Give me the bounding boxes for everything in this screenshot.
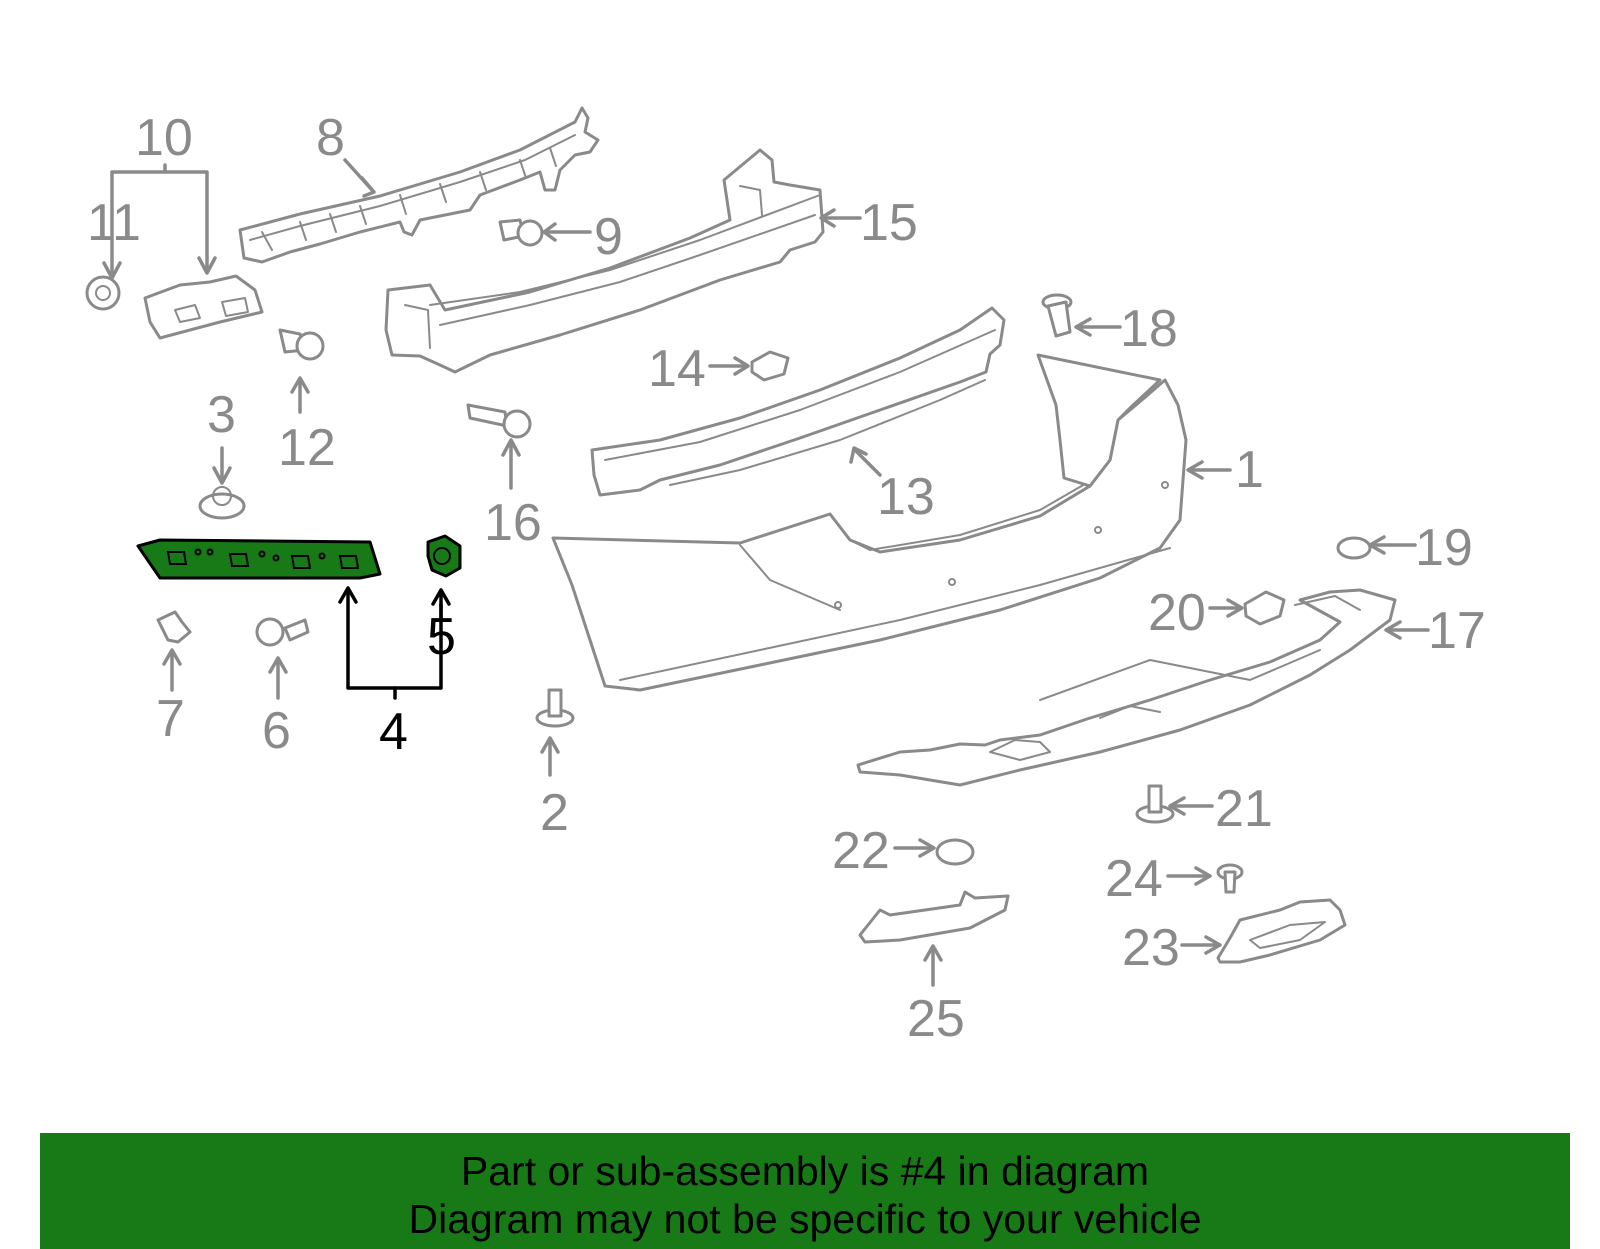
part-12-bolt[interactable] (278, 328, 325, 361)
callout-8[interactable]: 8 (316, 109, 345, 167)
banner-line-2: Diagram may not be specific to your vehi… (408, 1196, 1202, 1242)
part-2-pushpin[interactable] (535, 688, 575, 728)
callout-9[interactable]: 9 (594, 208, 623, 266)
part-23-reflector[interactable] (1216, 898, 1347, 964)
callout-12[interactable]: 12 (278, 419, 336, 477)
part-4-bracket-highlighted[interactable] (136, 538, 382, 580)
callout-16[interactable]: 16 (484, 494, 542, 552)
part-10-bracket[interactable] (143, 274, 264, 340)
callout-21[interactable]: 21 (1215, 780, 1273, 838)
part-7-clip[interactable] (156, 610, 192, 644)
part-5-nut-highlighted[interactable] (426, 534, 462, 578)
callout-20[interactable]: 20 (1148, 584, 1206, 642)
part-13-absorber[interactable] (590, 306, 1006, 497)
part-14-clip[interactable] (750, 350, 790, 382)
part-9-bolt[interactable] (498, 218, 544, 247)
part-22-nut[interactable] (935, 838, 975, 866)
part-19-nut[interactable] (1336, 536, 1372, 560)
callout-22[interactable]: 22 (832, 822, 890, 880)
callout-3[interactable]: 3 (207, 386, 236, 444)
callout-labels: 10 11 8 9 15 18 14 3 12 1 13 16 19 20 17… (87, 109, 1486, 1048)
callout-24[interactable]: 24 (1105, 850, 1163, 908)
part-11-nut[interactable] (85, 275, 121, 311)
part-20-clip[interactable] (1243, 590, 1286, 626)
callout-15[interactable]: 15 (860, 194, 918, 252)
part-6-bolt[interactable] (255, 617, 310, 647)
callout-18[interactable]: 18 (1120, 300, 1178, 358)
part-24-pushpin[interactable] (1216, 863, 1244, 894)
callout-13[interactable]: 13 (877, 468, 935, 526)
callout-11[interactable]: 11 (87, 194, 141, 252)
callout-7[interactable]: 7 (156, 690, 185, 748)
info-banner: Part or sub-assembly is #4 in diagram Di… (40, 1133, 1570, 1249)
callout-23[interactable]: 23 (1122, 919, 1180, 977)
part-8-absorber[interactable] (238, 106, 600, 264)
callout-1[interactable]: 1 (1235, 441, 1264, 499)
leader-lines (102, 158, 1430, 987)
callout-10[interactable]: 10 (135, 109, 193, 167)
part-21-pushpin[interactable] (1135, 784, 1175, 824)
callout-19[interactable]: 19 (1415, 519, 1473, 577)
part-17-valance[interactable] (856, 588, 1397, 787)
part-1-bumper-cover[interactable] (551, 353, 1188, 692)
part-18-pushpin[interactable] (1041, 293, 1073, 338)
banner-line-1: Part or sub-assembly is #4 in diagram (460, 1148, 1150, 1194)
callout-25[interactable]: 25 (907, 990, 965, 1048)
callout-17[interactable]: 17 (1428, 602, 1486, 660)
part-3-nut[interactable] (198, 486, 246, 520)
part-15-impact-bar[interactable] (384, 148, 825, 374)
part-25-reflector[interactable] (858, 890, 1010, 944)
callout-5[interactable]: 5 (427, 608, 456, 666)
callout-14[interactable]: 14 (648, 340, 706, 398)
callout-2[interactable]: 2 (540, 784, 569, 842)
callout-6[interactable]: 6 (262, 702, 291, 760)
callout-4[interactable]: 4 (379, 703, 408, 761)
part-16-bolt[interactable] (466, 403, 532, 439)
